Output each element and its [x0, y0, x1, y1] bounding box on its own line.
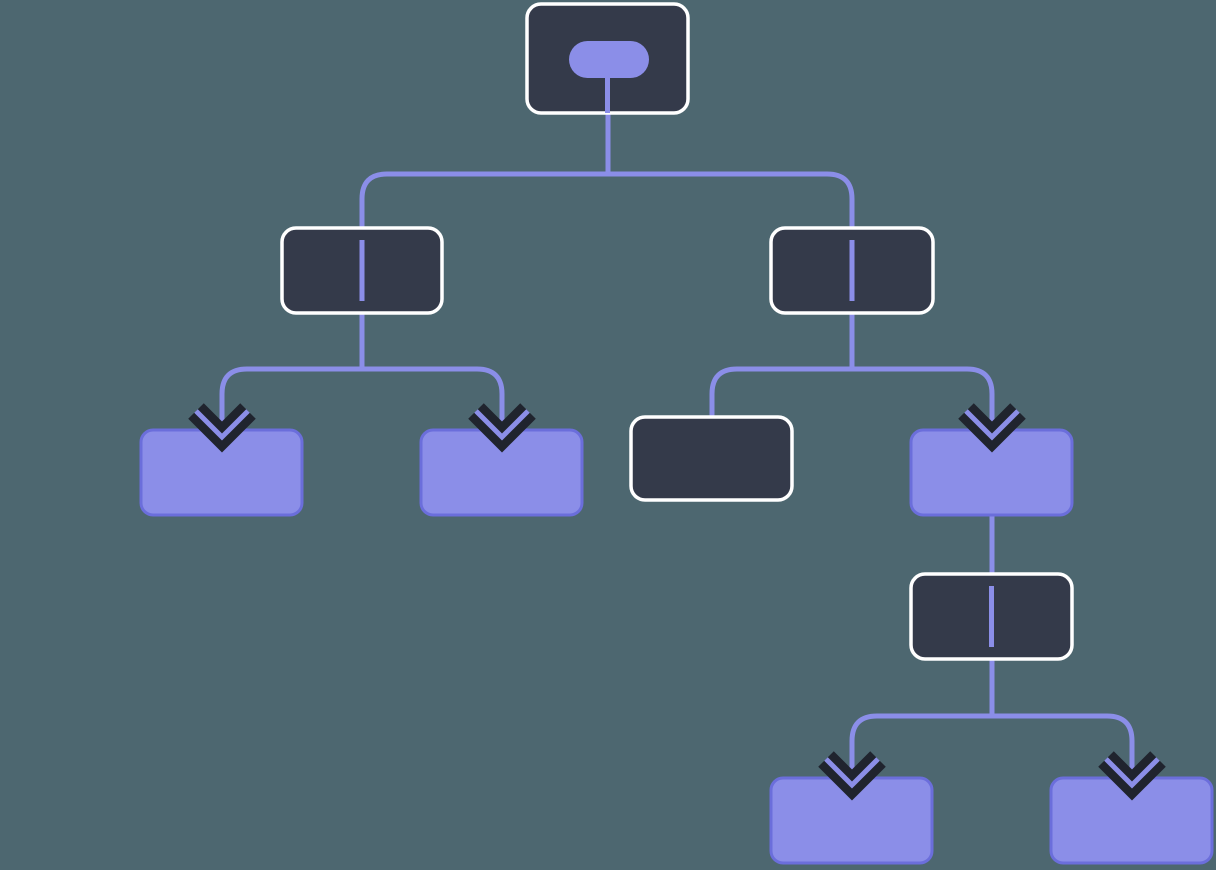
- nodes-layer: [139, 2, 1214, 865]
- edge-l2-left-to-leaf-b[interactable]: [362, 366, 505, 436]
- edges-overlay-layer: [359, 76, 994, 647]
- arrow-down-icon: [188, 403, 256, 453]
- node-root-inner-pill[interactable]: [569, 41, 649, 78]
- arrowheads-layer: [188, 403, 1166, 801]
- node-level3-dark-c-body[interactable]: [629, 415, 794, 502]
- node-root[interactable]: [525, 2, 690, 115]
- arrow-down-icon: [468, 403, 536, 453]
- edge-l2-right-to-leaf-d[interactable]: [852, 366, 995, 436]
- node-level3-dark-c[interactable]: [629, 415, 794, 502]
- edge-root-to-l2-right[interactable]: [608, 171, 855, 271]
- edge-l4-to-leaf-bottom-left[interactable]: [849, 617, 995, 784]
- arrow-down-icon: [1098, 751, 1166, 801]
- edge-l4-to-leaf-bottom-right[interactable]: [992, 713, 1135, 784]
- arrow-down-icon: [818, 751, 886, 801]
- edge-root-to-l2-left[interactable]: [359, 171, 608, 271]
- edge-l2-left-to-leaf-a[interactable]: [219, 271, 365, 436]
- edge-l2-right-to-node-c[interactable]: [709, 271, 855, 420]
- edges-layer: [219, 59, 1135, 784]
- arrow-down-icon: [958, 403, 1026, 453]
